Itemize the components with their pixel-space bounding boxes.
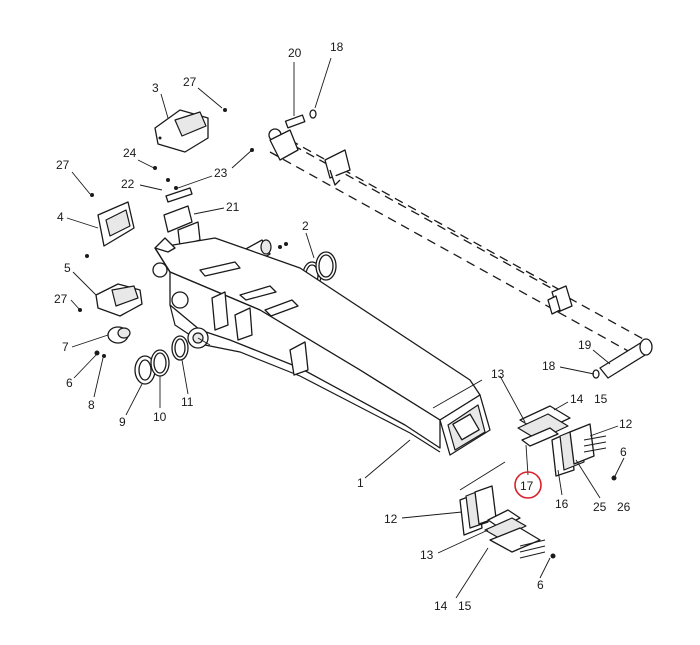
callout-26: 26 [617, 500, 631, 514]
callout-18: 18 [330, 40, 344, 54]
callout-21: 21 [226, 200, 240, 214]
bracket-21 [163, 205, 201, 247]
callout-9: 9 [119, 415, 126, 429]
callout-24: 24 [123, 146, 137, 160]
callout-12: 12 [619, 417, 633, 431]
callout-10: 10 [153, 410, 167, 424]
callout-15: 15 [594, 392, 608, 406]
callout-25: 25 [593, 500, 607, 514]
callout-27: 27 [56, 158, 70, 172]
pin-19 [599, 338, 653, 379]
callout-27: 27 [54, 292, 68, 306]
callout-11: 11 [181, 395, 194, 409]
callout-2: 2 [302, 219, 309, 233]
callout-17: 17 [520, 479, 534, 493]
callout-12: 12 [384, 512, 398, 526]
callout-6: 6 [537, 578, 544, 592]
wear-pad-assembly-lower [459, 485, 556, 559]
leader-lines [66, 57, 625, 599]
pin-20 [284, 114, 306, 129]
callout-14: 14 [570, 392, 584, 406]
callout-6: 6 [620, 445, 627, 459]
snap-ring-18-top [309, 109, 317, 119]
callout-19: 19 [578, 338, 592, 352]
cover-plate-3 [154, 108, 227, 153]
callout-18: 18 [542, 359, 556, 373]
cover-plate-5 [78, 283, 143, 317]
callout-1: 1 [357, 476, 364, 490]
callout-14: 14 [434, 599, 448, 613]
seal-rings-9-10-11 [134, 335, 189, 385]
wear-pad-assembly-upper [517, 405, 617, 481]
callout-labels: 20 18 3 27 24 23 22 27 21 4 2 5 27 7 6 8… [54, 40, 633, 613]
cylinder-clamp-right [547, 285, 573, 315]
small-fasteners-22-24 [153, 166, 193, 203]
callout-15: 15 [458, 599, 472, 613]
callout-6: 6 [66, 376, 73, 390]
callout-5: 5 [64, 261, 71, 275]
bushing-7 [94, 326, 131, 358]
callout-23: 23 [214, 166, 228, 180]
cylinder-bracket-mid [324, 149, 351, 186]
cylinder-rod-end [250, 128, 299, 161]
callout-22: 22 [121, 177, 135, 191]
callout-4: 4 [57, 210, 64, 224]
callout-16: 16 [555, 497, 569, 511]
callout-7: 7 [62, 340, 69, 354]
callout-27: 27 [183, 75, 197, 89]
highlight-ring-17 [514, 471, 542, 499]
callout-13: 13 [420, 548, 434, 562]
callout-3: 3 [152, 81, 159, 95]
callout-20: 20 [288, 46, 302, 60]
cover-plate-4 [85, 193, 135, 258]
callout-8: 8 [88, 398, 95, 412]
callout-13: 13 [491, 367, 505, 381]
